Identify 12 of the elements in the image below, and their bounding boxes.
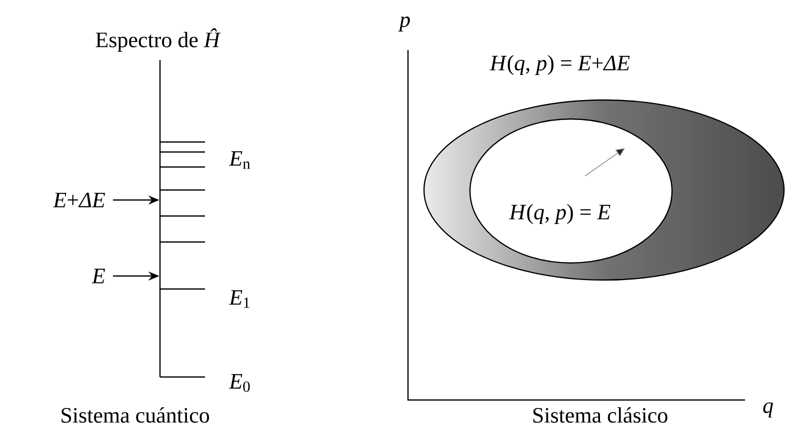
node-label: H(q, p) = E+ΔE <box>490 55 630 75</box>
energy-label: E <box>92 268 106 284</box>
axis-label: q <box>763 402 773 418</box>
axis-label: p <box>398 16 410 32</box>
energy-label: E+ΔE <box>52 192 106 208</box>
level-label: E$_{1}$ <box>228 290 250 308</box>
caption: Sistema clásico <box>533 407 668 423</box>
level-label: E$_{n}$ <box>228 151 250 169</box>
spectrum-line <box>159 59 161 378</box>
level-heading: Espectro de Ĥ <box>96 28 221 52</box>
level-label: E$_{0}$ <box>228 374 250 392</box>
caption: Sistema cuántico <box>62 407 210 423</box>
